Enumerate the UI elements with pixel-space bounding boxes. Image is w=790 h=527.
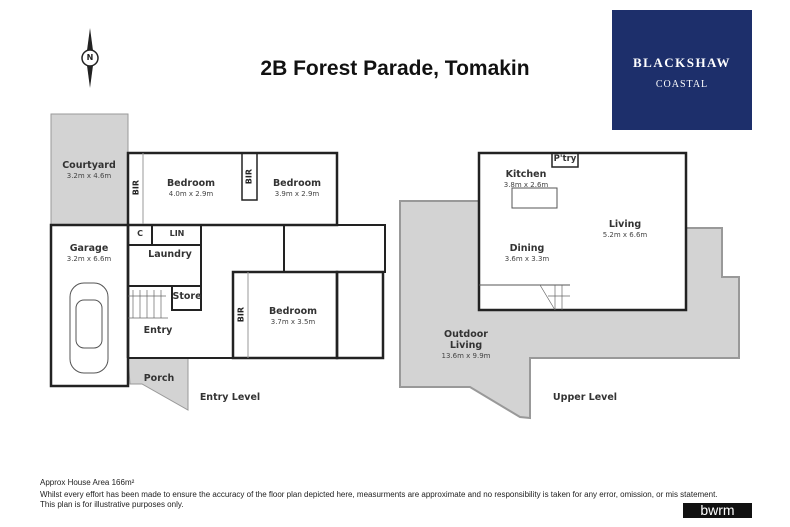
room-store: Store bbox=[172, 291, 202, 302]
room-cupboard: C bbox=[137, 229, 143, 238]
room-pantry: P'try bbox=[553, 154, 577, 164]
footer: Approx House Area 166m² Whilst every eff… bbox=[40, 478, 718, 512]
car-icon bbox=[69, 282, 109, 374]
page-title: 2B Forest Parade, Tomakin bbox=[260, 57, 530, 80]
logo-line2: COASTAL bbox=[655, 79, 709, 90]
room-bir-1: BIR bbox=[131, 179, 141, 196]
logo-line1: BLACKSHAW bbox=[632, 55, 732, 70]
entry-level-plan bbox=[49, 113, 386, 411]
room-laundry: Laundry bbox=[148, 249, 192, 260]
entry-level-label: Entry Level bbox=[199, 392, 261, 403]
room-porch: Porch bbox=[143, 373, 175, 384]
room-bir-3: BIR bbox=[236, 306, 246, 323]
disclaimer: Whilst every effort has been made to ens… bbox=[40, 490, 718, 499]
upper-level-plan bbox=[399, 151, 740, 420]
room-linen: LIN bbox=[169, 229, 185, 238]
blackshaw-logo: BLACKSHAW COASTAL bbox=[612, 10, 752, 130]
upper-level-label: Upper Level bbox=[552, 392, 618, 403]
house-area: Approx House Area 166m² bbox=[40, 478, 135, 487]
bwrm-logo: bwrm bbox=[683, 503, 752, 518]
illustrative-note: This plan is for illustrative purposes o… bbox=[40, 500, 184, 509]
compass-north-label: N bbox=[86, 53, 94, 62]
room-bir-2: BIR bbox=[244, 168, 254, 185]
room-entry: Entry bbox=[143, 325, 173, 336]
compass-icon bbox=[81, 28, 99, 88]
